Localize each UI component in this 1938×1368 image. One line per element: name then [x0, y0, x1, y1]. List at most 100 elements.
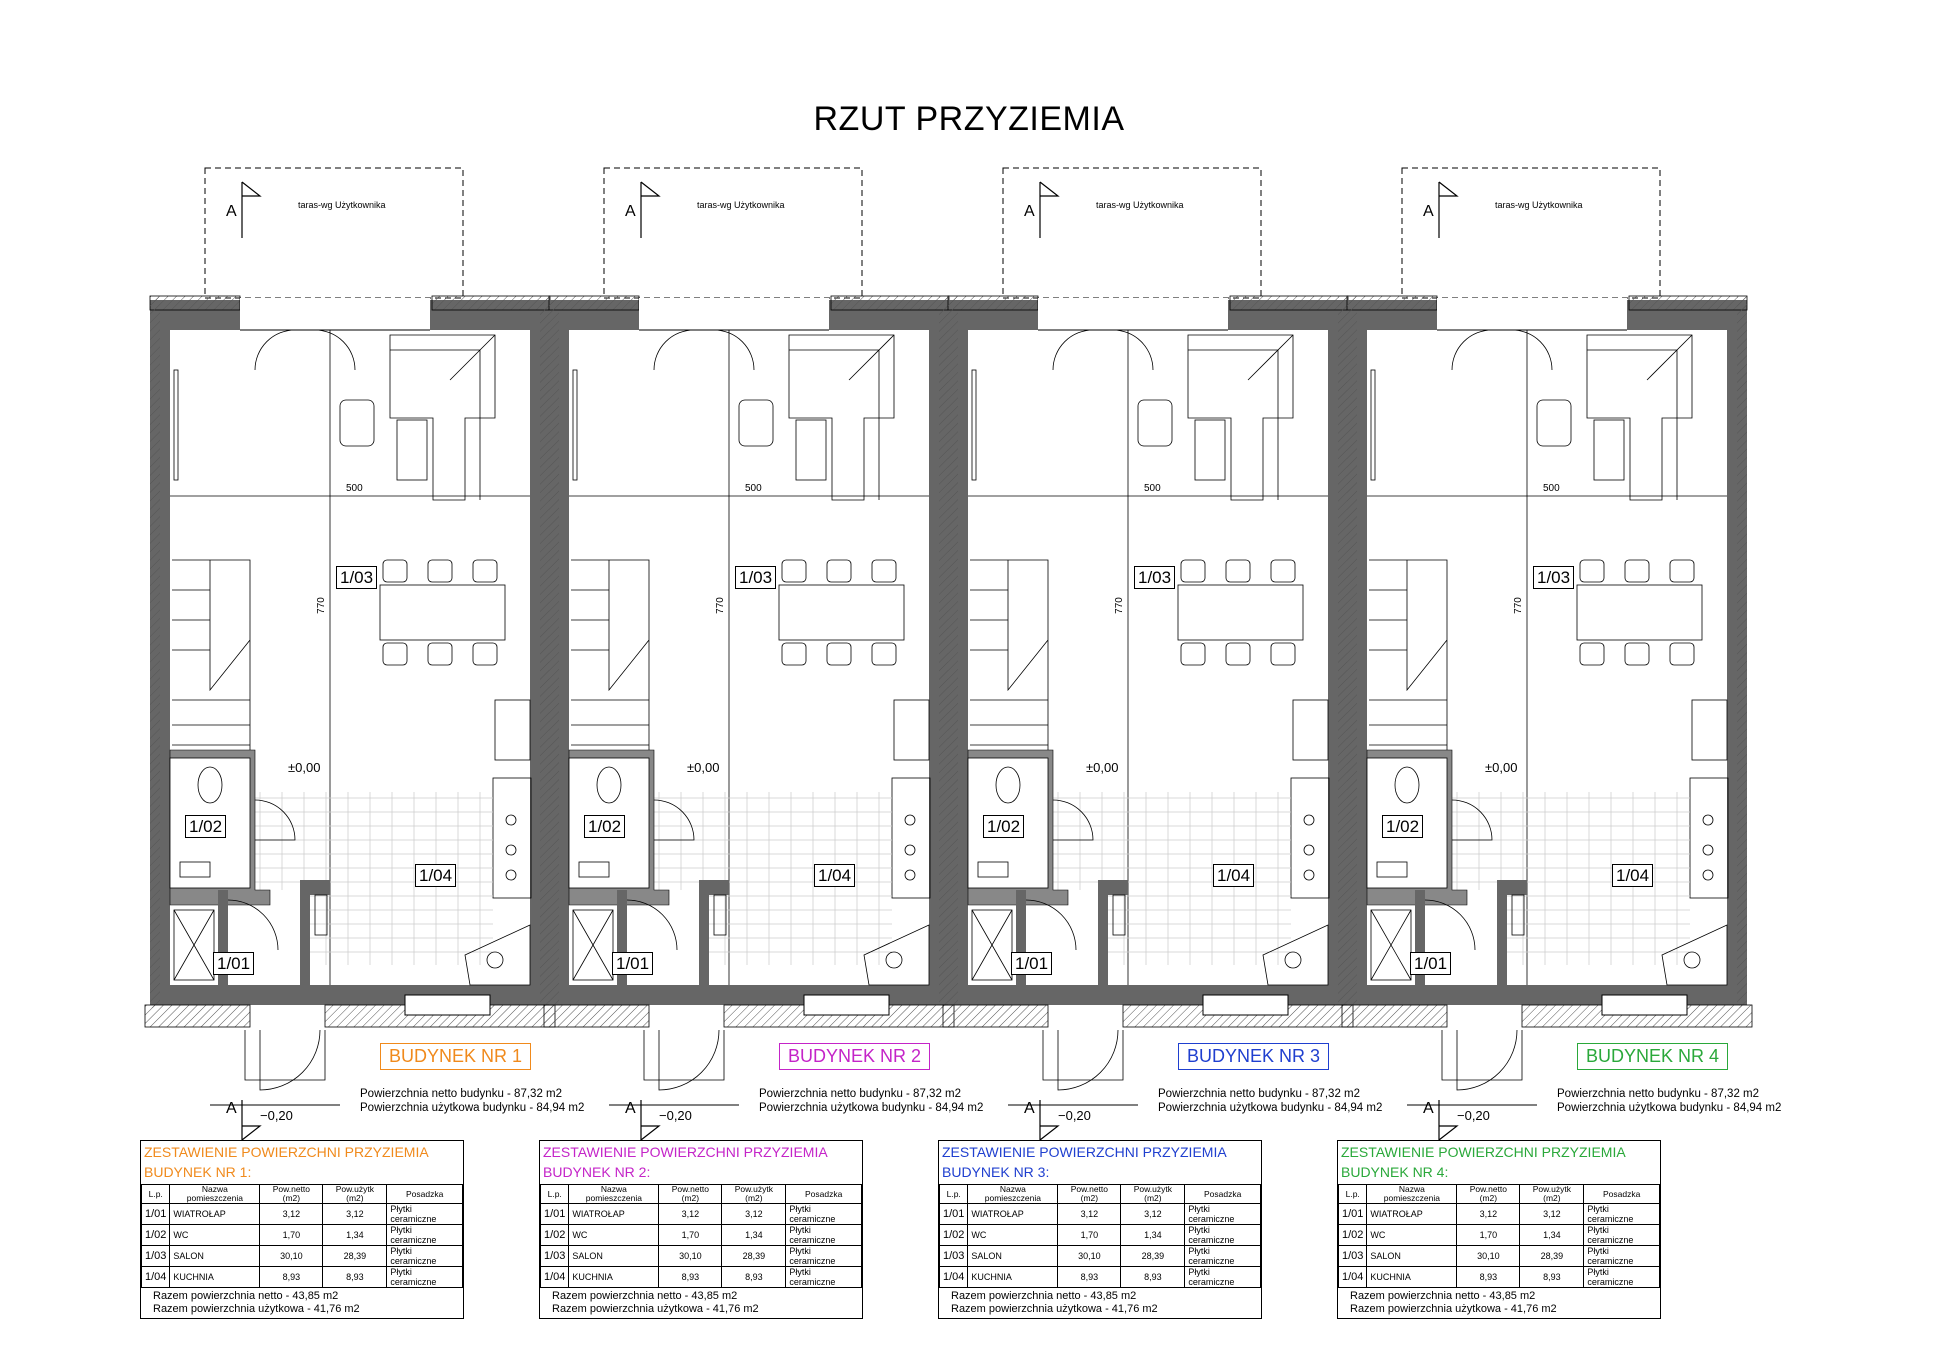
building-name: BUDYNEK NR 1	[380, 1043, 532, 1070]
table-subtitle: BUDYNEK NR 2:	[543, 1164, 651, 1180]
dimension-depth: 770	[315, 597, 327, 614]
entry-door-swing	[259, 1029, 321, 1091]
room-label: 1/02	[1382, 815, 1424, 838]
dining-table	[379, 584, 506, 641]
dining-table	[1576, 584, 1703, 641]
staircase	[172, 559, 251, 761]
area-table: ZESTAWIENIE POWIERZCHNI PRZYZIEMIA BUDYNE…	[539, 1140, 863, 1319]
section-arrow-top	[241, 181, 262, 197]
table-title: ZESTAWIENIE POWIERZCHNI PRZYZIEMIA	[1341, 1144, 1626, 1160]
dining-chair	[382, 642, 408, 666]
section-mark-top: A	[226, 203, 237, 220]
table-cell: Płytki ceramiczne	[1583, 1203, 1660, 1225]
room-label: 1/03	[1533, 566, 1575, 589]
floor-tiles	[1447, 792, 1690, 890]
table-cell: 1,34	[322, 1224, 388, 1246]
front-window	[404, 994, 491, 1016]
table-title: ZESTAWIENIE POWIERZCHNI PRZYZIEMIA	[543, 1144, 828, 1160]
room-label: 1/04	[415, 864, 457, 887]
level-outside: −0,20	[659, 1108, 692, 1123]
table-cell: 8,93	[1519, 1266, 1585, 1288]
terrace-label: taras-wg Użytkownika	[298, 200, 386, 210]
fridge	[494, 699, 531, 761]
table-cell: WC	[568, 1224, 660, 1246]
dining-chair	[472, 642, 498, 666]
table-cell: 30,10	[658, 1245, 723, 1267]
terrace-outline	[1401, 167, 1661, 299]
table-cell: 1,34	[1120, 1224, 1186, 1246]
area-uzytkowa: Powierzchnia użytkowa budynku - 84,94 m2	[759, 1102, 984, 1114]
table-header: Posadzka	[785, 1184, 862, 1204]
table-cell: Płytki ceramiczne	[386, 1224, 463, 1246]
table-cell: 3,12	[1120, 1203, 1186, 1225]
building-name: BUDYNEK NR 3	[1178, 1043, 1330, 1070]
room-label: 1/02	[584, 815, 626, 838]
table-cell: WIATROŁAP	[1366, 1203, 1458, 1225]
section-arrow-bottom	[1438, 1125, 1459, 1141]
table-cell: WIATROŁAP	[169, 1203, 261, 1225]
wardrobe	[173, 909, 215, 981]
dimension-width: 500	[1144, 483, 1161, 494]
table-header: Pow.użytk (m2)	[1120, 1184, 1186, 1204]
corner-sink	[464, 924, 531, 986]
page-title: RZUT PRZYZIEMIA	[813, 100, 1125, 138]
toilet	[596, 766, 622, 804]
dining-chair	[1669, 559, 1695, 583]
table-cell: 1,34	[1519, 1224, 1585, 1246]
room-label: 1/01	[1410, 952, 1452, 975]
washbasin	[977, 861, 1009, 878]
table-cell: 1/01	[1337, 1203, 1368, 1225]
wardrobe	[1370, 909, 1412, 981]
fridge	[893, 699, 930, 761]
building-plan-4	[1341, 167, 1753, 1141]
table-cell: 8,93	[259, 1266, 324, 1288]
dining-chair	[1669, 642, 1695, 666]
terrace-label: taras-wg Użytkownika	[1096, 200, 1184, 210]
table-cell: 1/02	[1337, 1224, 1368, 1246]
area-uzytkowa: Powierzchnia użytkowa budynku - 84,94 m2	[1158, 1102, 1383, 1114]
section-mark-top: A	[1423, 203, 1434, 220]
table-cell: SALON	[568, 1245, 660, 1267]
section-mark-bottom: A	[625, 1100, 636, 1117]
table-header: Pow.użytk (m2)	[1519, 1184, 1585, 1204]
terrace-label: taras-wg Użytkownika	[1495, 200, 1583, 210]
table-subtitle: BUDYNEK NR 1:	[144, 1164, 252, 1180]
dining-chair	[826, 642, 852, 666]
table-cell: 1/04	[140, 1266, 171, 1288]
table-cell: 8,93	[658, 1266, 723, 1288]
table-cell: WC	[967, 1224, 1059, 1246]
table-cell: Płytki ceramiczne	[785, 1224, 862, 1246]
section-arrow-bottom	[640, 1125, 661, 1141]
table-header: L.p.	[539, 1184, 570, 1204]
dining-chair	[1579, 559, 1605, 583]
table-cell: KUCHNIA	[1366, 1266, 1458, 1288]
dimension-width: 500	[1543, 483, 1560, 494]
area-netto: Powierzchnia netto budynku - 87,32 m2	[360, 1088, 563, 1100]
table-header: Nazwa pomieszczenia	[169, 1184, 261, 1204]
area-netto: Powierzchnia netto budynku - 87,32 m2	[1557, 1088, 1760, 1100]
room-label: 1/01	[612, 952, 654, 975]
level-zero: ±0,00	[288, 760, 321, 775]
dining-chair	[1624, 559, 1650, 583]
table-cell: 28,39	[1519, 1245, 1585, 1267]
table-header: Posadzka	[1184, 1184, 1261, 1204]
room-label: 1/04	[814, 864, 856, 887]
table-cell: 1/03	[140, 1245, 171, 1267]
dining-chair	[871, 559, 897, 583]
floor-tiles	[649, 792, 892, 890]
table-cell: Płytki ceramiczne	[386, 1203, 463, 1225]
armchair	[339, 399, 375, 447]
coffee-table	[795, 419, 827, 481]
table-header: Pow.użytk (m2)	[322, 1184, 388, 1204]
